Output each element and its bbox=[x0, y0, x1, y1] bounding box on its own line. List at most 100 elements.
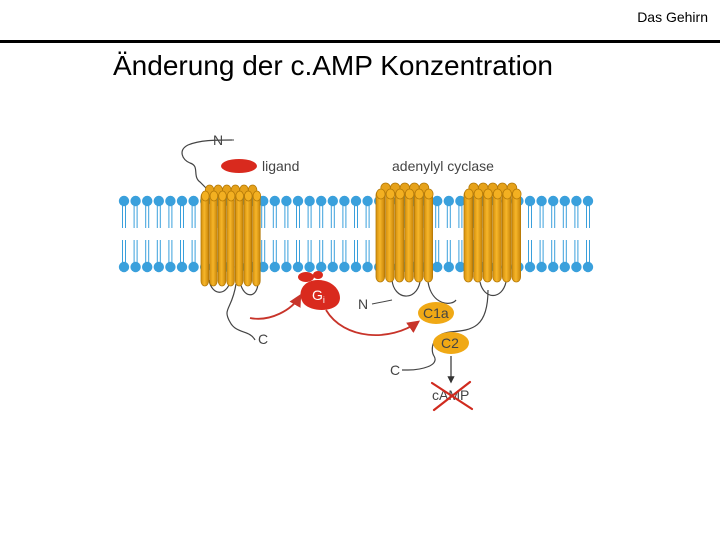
helix-cap bbox=[395, 188, 405, 200]
transmembrane-helix bbox=[463, 189, 474, 283]
lipid-head bbox=[188, 261, 199, 273]
lipid-head bbox=[316, 261, 327, 273]
helix-cap bbox=[201, 190, 210, 202]
lipid-head bbox=[188, 195, 199, 207]
cross-icon bbox=[430, 380, 474, 412]
header-divider bbox=[0, 40, 720, 43]
lipid-head bbox=[304, 195, 315, 207]
lipid-head bbox=[350, 195, 362, 207]
helix-cap bbox=[512, 188, 522, 200]
helix-cap bbox=[404, 188, 415, 200]
lipid-head bbox=[559, 261, 570, 273]
lipid-head bbox=[327, 195, 338, 207]
lipid-head bbox=[582, 195, 594, 207]
transmembrane-helix bbox=[482, 189, 493, 283]
lipid-head bbox=[582, 261, 594, 273]
adenylyl-cyclase-label: adenylyl cyclase bbox=[392, 158, 494, 174]
transmembrane-helix bbox=[473, 189, 483, 283]
lipid-head bbox=[559, 195, 570, 207]
helix-cap bbox=[218, 190, 227, 202]
lipid-bilayer bbox=[118, 195, 594, 273]
lipid-head bbox=[548, 261, 559, 273]
transmembrane-helix bbox=[492, 189, 502, 283]
domain-c1a bbox=[418, 302, 454, 324]
lipid-head bbox=[571, 195, 582, 207]
lipid-head bbox=[304, 261, 315, 273]
transmembrane-helix bbox=[501, 189, 512, 283]
g-protein-alpha-i bbox=[300, 280, 340, 310]
helix-cap bbox=[424, 188, 434, 200]
lipid-head bbox=[130, 261, 141, 273]
lipid-head bbox=[362, 195, 373, 207]
helix-cap bbox=[244, 190, 253, 202]
lipid-head bbox=[176, 261, 188, 273]
lipid-head bbox=[443, 261, 454, 273]
domain-c2-label: C2 bbox=[441, 335, 459, 351]
lipid-head bbox=[432, 195, 443, 207]
lipid-head bbox=[281, 261, 292, 273]
transmembrane-helix bbox=[243, 191, 252, 287]
inhibition-arrow-g-to-cyclase bbox=[325, 309, 421, 336]
cyclase-n-leader bbox=[371, 299, 393, 305]
cyclase-n-terminus-label: N bbox=[358, 296, 368, 312]
slide-title: Änderung der c.AMP Konzentration bbox=[113, 50, 553, 81]
lipid-head bbox=[455, 195, 466, 207]
helix-cap bbox=[226, 190, 236, 202]
lipid-head bbox=[455, 261, 466, 273]
cyclase-c-terminus-label: C bbox=[390, 362, 400, 378]
lipid-head bbox=[339, 195, 350, 207]
lipid-head bbox=[524, 195, 536, 207]
transmembrane-helix bbox=[394, 189, 405, 283]
lipid-head bbox=[362, 261, 373, 273]
transmembrane-helix bbox=[209, 191, 218, 287]
g-protein-label: Gi bbox=[312, 287, 325, 305]
helix-cap bbox=[492, 188, 503, 200]
domain-c2 bbox=[433, 332, 469, 354]
transmembrane-helix bbox=[217, 191, 227, 287]
section-header: Das Gehirn bbox=[637, 9, 708, 25]
adenylyl-cyclase-transmembrane-domain-1 bbox=[375, 182, 434, 283]
helix-cap bbox=[473, 188, 484, 200]
lipid-head bbox=[292, 261, 304, 273]
lipid-head bbox=[281, 195, 292, 207]
ligand-label: ligand bbox=[262, 158, 299, 174]
transmembrane-helix bbox=[200, 191, 209, 287]
lipid-head bbox=[432, 261, 443, 273]
lipid-head bbox=[339, 261, 350, 273]
transmembrane-helix bbox=[511, 189, 522, 283]
lipid-head bbox=[118, 195, 130, 207]
lipid-head bbox=[350, 261, 362, 273]
lipid-head bbox=[316, 195, 327, 207]
transmembrane-helix bbox=[234, 191, 244, 287]
helix-cap bbox=[252, 190, 262, 202]
transmembrane-helix bbox=[375, 189, 386, 283]
transmembrane-helix bbox=[252, 191, 261, 287]
transmembrane-helix bbox=[226, 191, 235, 287]
helix-cap bbox=[483, 188, 493, 200]
transmembrane-helix bbox=[404, 189, 414, 283]
helix-cap bbox=[464, 188, 474, 200]
lipid-head bbox=[176, 195, 188, 207]
adenylyl-cyclase-transmembrane-domain-2 bbox=[463, 182, 522, 283]
lipid-head bbox=[269, 261, 280, 273]
lipid-head bbox=[269, 195, 280, 207]
lipid-head bbox=[165, 261, 176, 273]
lipid-head bbox=[524, 261, 536, 273]
lipid-head bbox=[536, 195, 547, 207]
receptor-c-terminus-label: C bbox=[258, 331, 268, 347]
transmembrane-helix bbox=[385, 189, 395, 283]
helix-cap bbox=[385, 188, 396, 200]
lipid-head bbox=[142, 261, 153, 273]
helix-cap bbox=[414, 188, 424, 200]
lipid-head bbox=[327, 261, 338, 273]
helix-cap bbox=[235, 190, 244, 202]
lipid-head bbox=[536, 261, 547, 273]
lipid-head bbox=[548, 195, 559, 207]
transmembrane-helix bbox=[423, 189, 434, 283]
domain-c1a-label: C1a bbox=[423, 305, 449, 321]
receptor-n-terminus-label: N bbox=[213, 132, 223, 148]
lipid-head bbox=[142, 195, 153, 207]
helix-cap bbox=[209, 190, 219, 202]
lipid-head bbox=[571, 261, 582, 273]
